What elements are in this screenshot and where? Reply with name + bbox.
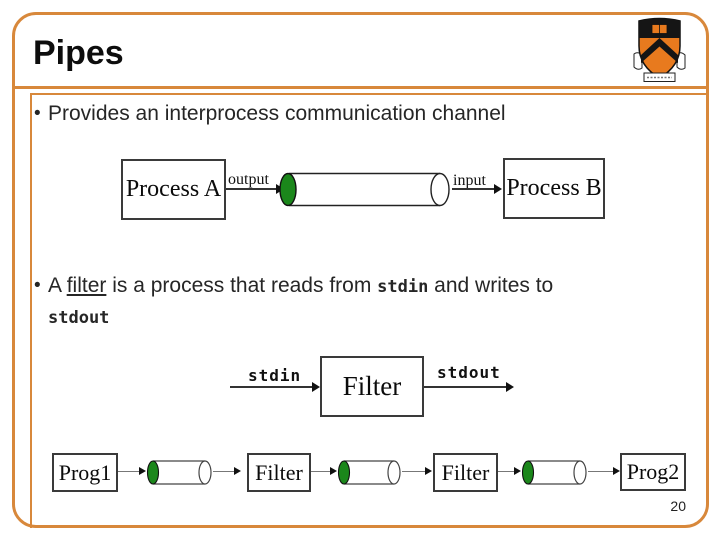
bullet2-text: A filter is a process that reads from st… <box>48 271 654 333</box>
stdout-arrow-line <box>424 386 506 388</box>
bullet-glyph: • <box>34 275 41 296</box>
bullet1-text: Provides an interprocess communication c… <box>48 102 506 125</box>
slide-outer-border <box>12 12 709 528</box>
pipeline-line <box>402 471 425 472</box>
input-arrow-line <box>452 188 494 190</box>
pipe-icon <box>278 171 452 213</box>
pipeline-arrowhead-icon <box>330 467 337 475</box>
filter-term: filter <box>66 274 107 297</box>
title-separator-line <box>12 86 709 89</box>
stdin-term: stdin <box>377 277 429 297</box>
filter-box: Filter <box>320 356 424 417</box>
bullet-item-2: • A filter is a process that reads from … <box>34 271 654 333</box>
process-b-box: Process B <box>503 158 605 219</box>
pipe-icon <box>521 459 588 491</box>
filter-a-box: Filter <box>247 453 311 492</box>
pipeline-arrowhead-icon <box>234 467 241 475</box>
output-arrow-line <box>226 188 276 190</box>
pipeline-line <box>118 471 139 472</box>
filter-b-box: Filter <box>433 453 498 492</box>
content-inner-border <box>30 93 709 528</box>
input-label: input <box>453 172 486 189</box>
pipeline-line <box>311 471 330 472</box>
stdout-term: stdout <box>48 308 110 328</box>
stdin-arrowhead-icon <box>312 382 320 392</box>
stdin-arrow-line <box>230 386 312 388</box>
pipe-icon <box>146 459 213 491</box>
process-a-box: Process A <box>121 159 226 220</box>
page-number: 20 <box>670 498 686 514</box>
bullet-item-1: • Provides an interprocess communication… <box>34 99 654 128</box>
prog1-box: Prog1 <box>52 453 118 492</box>
prog2-box: Prog2 <box>620 453 686 491</box>
princeton-crest-icon <box>632 14 687 86</box>
pipeline-arrowhead-icon <box>613 467 620 475</box>
bullet2-part3: and writes to <box>428 274 554 297</box>
input-arrowhead-icon <box>494 184 502 194</box>
pipe-icon <box>337 459 402 491</box>
pipeline-arrowhead-icon <box>425 467 432 475</box>
output-label: output <box>228 171 269 188</box>
pipeline-arrowhead-icon <box>139 467 146 475</box>
bullet-glyph: • <box>34 103 41 124</box>
pipeline-line <box>213 471 234 472</box>
page-title: Pipes <box>33 34 124 72</box>
stdin-label: stdin <box>248 366 302 385</box>
stdout-arrowhead-icon <box>506 382 514 392</box>
bullet2-part1: A <box>48 274 67 297</box>
pipeline-line <box>588 471 613 472</box>
stdout-label: stdout <box>437 363 501 382</box>
bullet2-part2: is a process that reads from <box>106 274 378 297</box>
pipeline-arrowhead-icon <box>514 467 521 475</box>
pipeline-line <box>498 471 514 472</box>
